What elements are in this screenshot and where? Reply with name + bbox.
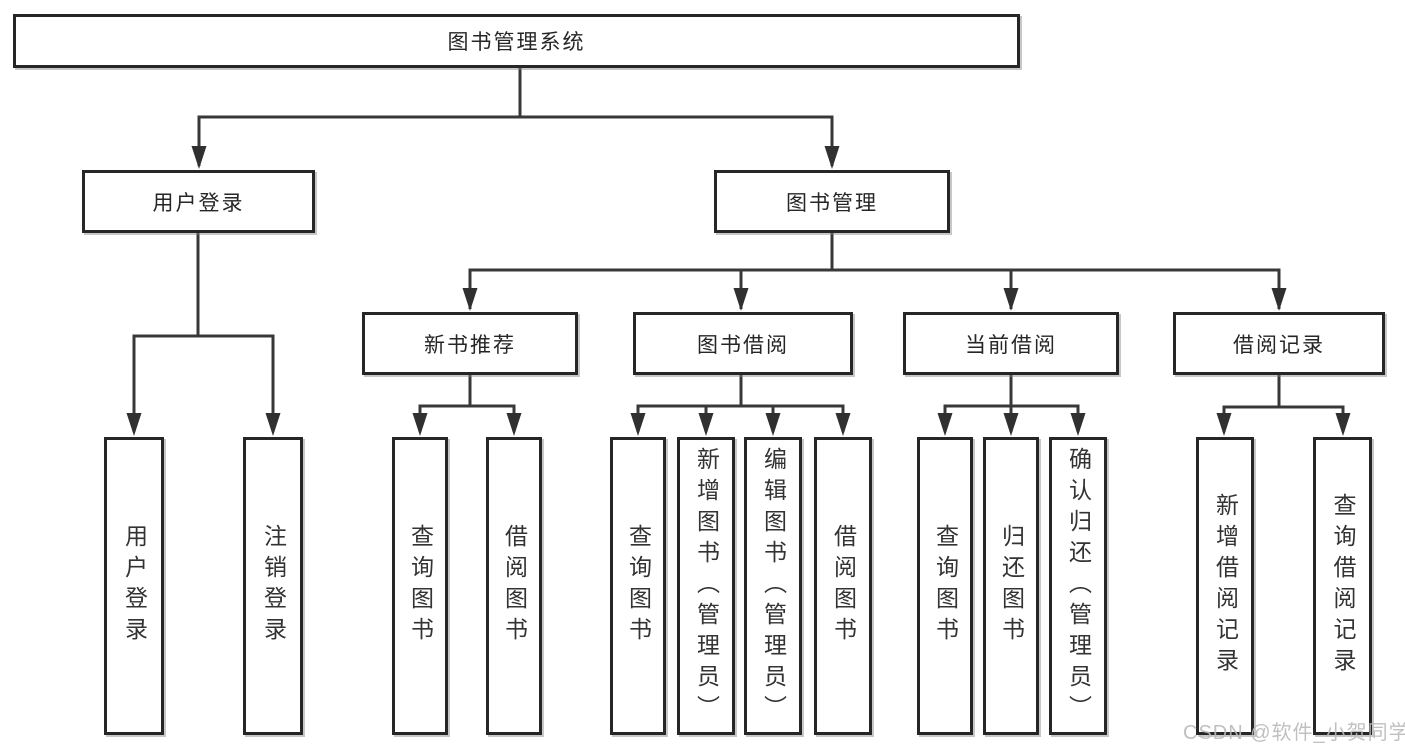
node-user-login: 用户登录 [82, 170, 315, 233]
leaf-user-login: 用户登录 [104, 437, 164, 735]
leaf-bb-query-book: 查询图书 [610, 437, 666, 735]
leaf-br-query-record: 查询借阅记录 [1313, 437, 1372, 735]
watermark-text: CSDN @软件_小贺同学 [1183, 722, 1405, 744]
leaf-nb-borrow-book: 借阅图书 [486, 437, 542, 735]
leaf-cb-return-book: 归还图书 [983, 437, 1039, 735]
leaf-bb-add-book-admin: 新增图书（管理员） [677, 437, 735, 735]
node-current-borrow-label: 当前借阅 [965, 333, 1057, 357]
node-user-login-label: 用户登录 [152, 191, 245, 215]
leaf-logout-label: 注销登录 [260, 524, 287, 648]
leaf-nb-borrow-book-label: 借阅图书 [501, 524, 528, 648]
leaf-bb-edit-book-admin: 编辑图书（管理员） [744, 437, 802, 735]
node-current-borrow: 当前借阅 [903, 312, 1119, 375]
node-new-book-recommend: 新书推荐 [362, 312, 578, 375]
leaf-cb-return-book-label: 归还图书 [998, 524, 1025, 648]
leaf-cb-confirm-return-admin-label: 确认归还（管理员） [1065, 446, 1092, 726]
leaf-nb-query-book: 查询图书 [392, 437, 448, 735]
leaf-nb-query-book-label: 查询图书 [407, 524, 434, 648]
leaf-bb-query-book-label: 查询图书 [625, 524, 652, 648]
leaf-cb-confirm-return-admin: 确认归还（管理员） [1049, 437, 1107, 735]
leaf-bb-edit-book-admin-label: 编辑图书（管理员） [760, 446, 787, 726]
leaf-user-login-label: 用户登录 [121, 524, 148, 648]
arrowhead-icons [126, 146, 1351, 436]
node-book-borrow: 图书借阅 [633, 312, 853, 375]
leaf-bb-add-book-admin-label: 新增图书（管理员） [693, 446, 720, 726]
node-root-label: 图书管理系统 [447, 31, 586, 54]
node-borrow-record-label: 借阅记录 [1233, 333, 1325, 357]
leaf-br-add-record-label: 新增借阅记录 [1212, 493, 1239, 679]
leaf-logout: 注销登录 [243, 437, 303, 735]
leaf-br-query-record-label: 查询借阅记录 [1330, 493, 1356, 679]
node-root-system: 图书管理系统 [13, 14, 1020, 68]
node-new-book-recommend-label: 新书推荐 [424, 333, 516, 357]
node-book-management-label: 图书管理 [786, 191, 878, 215]
leaf-cb-query-book: 查询图书 [917, 437, 973, 735]
leaf-bb-borrow-book-label: 借阅图书 [830, 524, 857, 648]
leaf-br-add-record: 新增借阅记录 [1196, 437, 1254, 735]
leaf-cb-query-book-label: 查询图书 [932, 524, 959, 648]
node-book-borrow-label: 图书借阅 [697, 333, 789, 357]
leaf-bb-borrow-book: 借阅图书 [814, 437, 872, 735]
node-book-management: 图书管理 [714, 170, 950, 233]
node-borrow-record: 借阅记录 [1173, 312, 1385, 375]
